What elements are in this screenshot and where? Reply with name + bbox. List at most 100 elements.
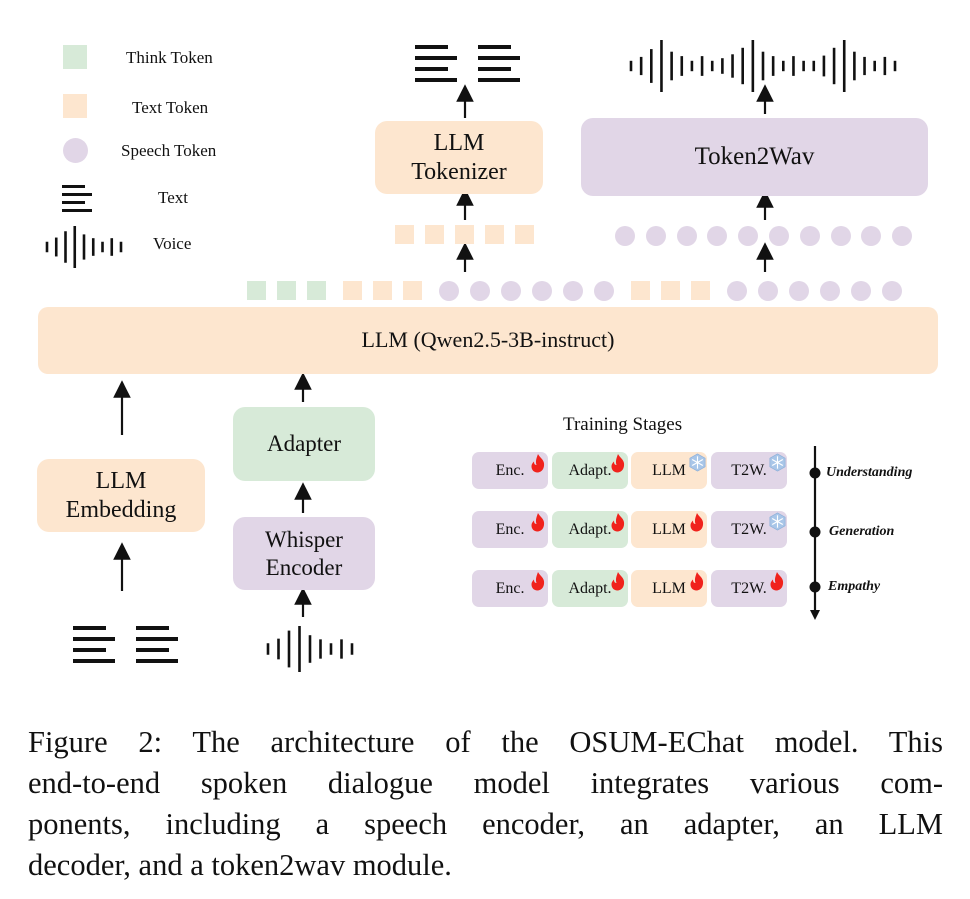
flame-icon [609,512,627,532]
waveform-bar [812,60,816,72]
timeline-dot-generation [809,526,821,538]
llm-tokenizer-label-line1: LLM [433,129,485,156]
text-token [661,281,680,300]
whisper-encoder-module: Whisper Encoder [233,517,375,590]
speech-token [676,226,697,246]
waveform-bar [101,241,104,253]
module-label: LLM [652,579,686,597]
text-token [425,225,444,244]
waveform-bar [751,40,755,92]
legend-text-token-swatch [63,94,87,118]
stage-generation-module-enc: Enc. [472,511,548,548]
waveform-bar [832,47,836,85]
legend-text-label: Text [158,188,188,207]
speech-token [707,226,728,246]
llm-embedding-label-line2: Embedding [65,496,177,523]
stage-generation-module-adapt: Adapt. [552,511,628,548]
caption-line-2: end-to-end spoken dialogue model integra… [28,766,943,800]
adapter-module: Adapter [233,407,375,481]
speech-token [470,281,490,301]
text-token [691,281,710,300]
training-stages-title: Training Stages [563,414,683,435]
waveform-bar [761,51,765,81]
text-token [343,281,362,300]
adapter-label: Adapter [266,431,342,457]
waveform-bar [853,51,856,81]
waveform-bar [782,60,785,72]
waveform-bar [842,40,846,92]
legend-think-token-label: Think Token [126,48,213,67]
legend-speech-token-swatch [63,138,88,163]
text-lines-icon-right [478,45,520,82]
module-label: Enc. [495,461,525,479]
input-voice-waveform-icon [266,626,354,672]
speech-token [439,281,459,301]
training-timeline [809,446,821,620]
waveform-bar [822,55,826,77]
text-token [515,225,534,244]
speech-token [799,226,820,246]
llm-embedding-module: LLM Embedding [37,459,205,532]
waveform-bar [873,60,876,72]
module-label: Enc. [495,520,525,538]
speech-token [820,281,840,301]
legend-think-token-swatch [63,45,87,69]
whisper-encoder-label-line1: Whisper [265,526,343,552]
text-token [403,281,422,300]
stage-label-understanding: Understanding [826,465,913,480]
speech-token [789,281,809,301]
stage-empathy-module-t2w: T2W. [711,570,787,607]
text-lines-icon-left [415,45,457,82]
stage-empathy-module-llm: LLM [631,570,707,607]
think-token [277,281,296,300]
speech-token [615,226,635,246]
waveform-bar [660,40,663,92]
waveform-bar [893,60,897,72]
llm-main-module: LLM (Qwen2.5-3B-instruct) [38,307,938,374]
speech-token [769,226,789,246]
waveform-bar [771,56,775,76]
speech-token [882,281,902,301]
waveform-bar [690,60,694,72]
flame-icon [609,571,627,591]
waveform-bar [710,60,714,72]
arrows-layer [113,84,774,617]
module-label: LLM [652,461,686,479]
input-text-icon [73,626,178,663]
flame-icon [529,512,547,532]
legend-text-token-label: Text Token [132,98,209,117]
waveform-bar [350,643,354,655]
stage-understanding-module-llm: LLM [631,452,707,489]
waveform-bar [883,56,887,76]
flame-icon [688,512,706,532]
stage-generation-module-llm: LLM [631,511,707,548]
output-voice-waveform-icon [629,40,897,92]
output-text-icon [415,45,520,82]
think-token [307,281,326,300]
waveform-bar [73,226,77,268]
waveform-bar [721,58,724,74]
text-token [373,281,392,300]
snowflake-icon [768,453,786,473]
speech-token [563,281,583,301]
flame-icon [609,453,627,473]
waveform-bar [54,237,58,257]
flame-icon [688,571,706,591]
waveform-bar [741,47,744,85]
token2wav-module: Token2Wav [581,118,928,196]
llm-embedding-label-line1: LLM [95,467,147,494]
timeline-dot-understanding [809,467,821,479]
stage-label-generation: Generation [829,524,895,539]
speech-token [645,226,666,246]
stage-understanding-module-adapt: Adapt. [552,452,628,489]
text-token [631,281,650,300]
snowflake-icon [688,453,706,473]
waveform-bar [308,635,312,663]
speech-token [594,281,614,301]
waveform-bar [277,638,280,660]
llm-tokenizer-module: LLM Tokenizer [375,121,543,194]
text-lines-icon-right [136,626,178,663]
waveform-bar [329,643,333,655]
text-token [485,225,504,244]
waveform-bar [802,60,805,72]
